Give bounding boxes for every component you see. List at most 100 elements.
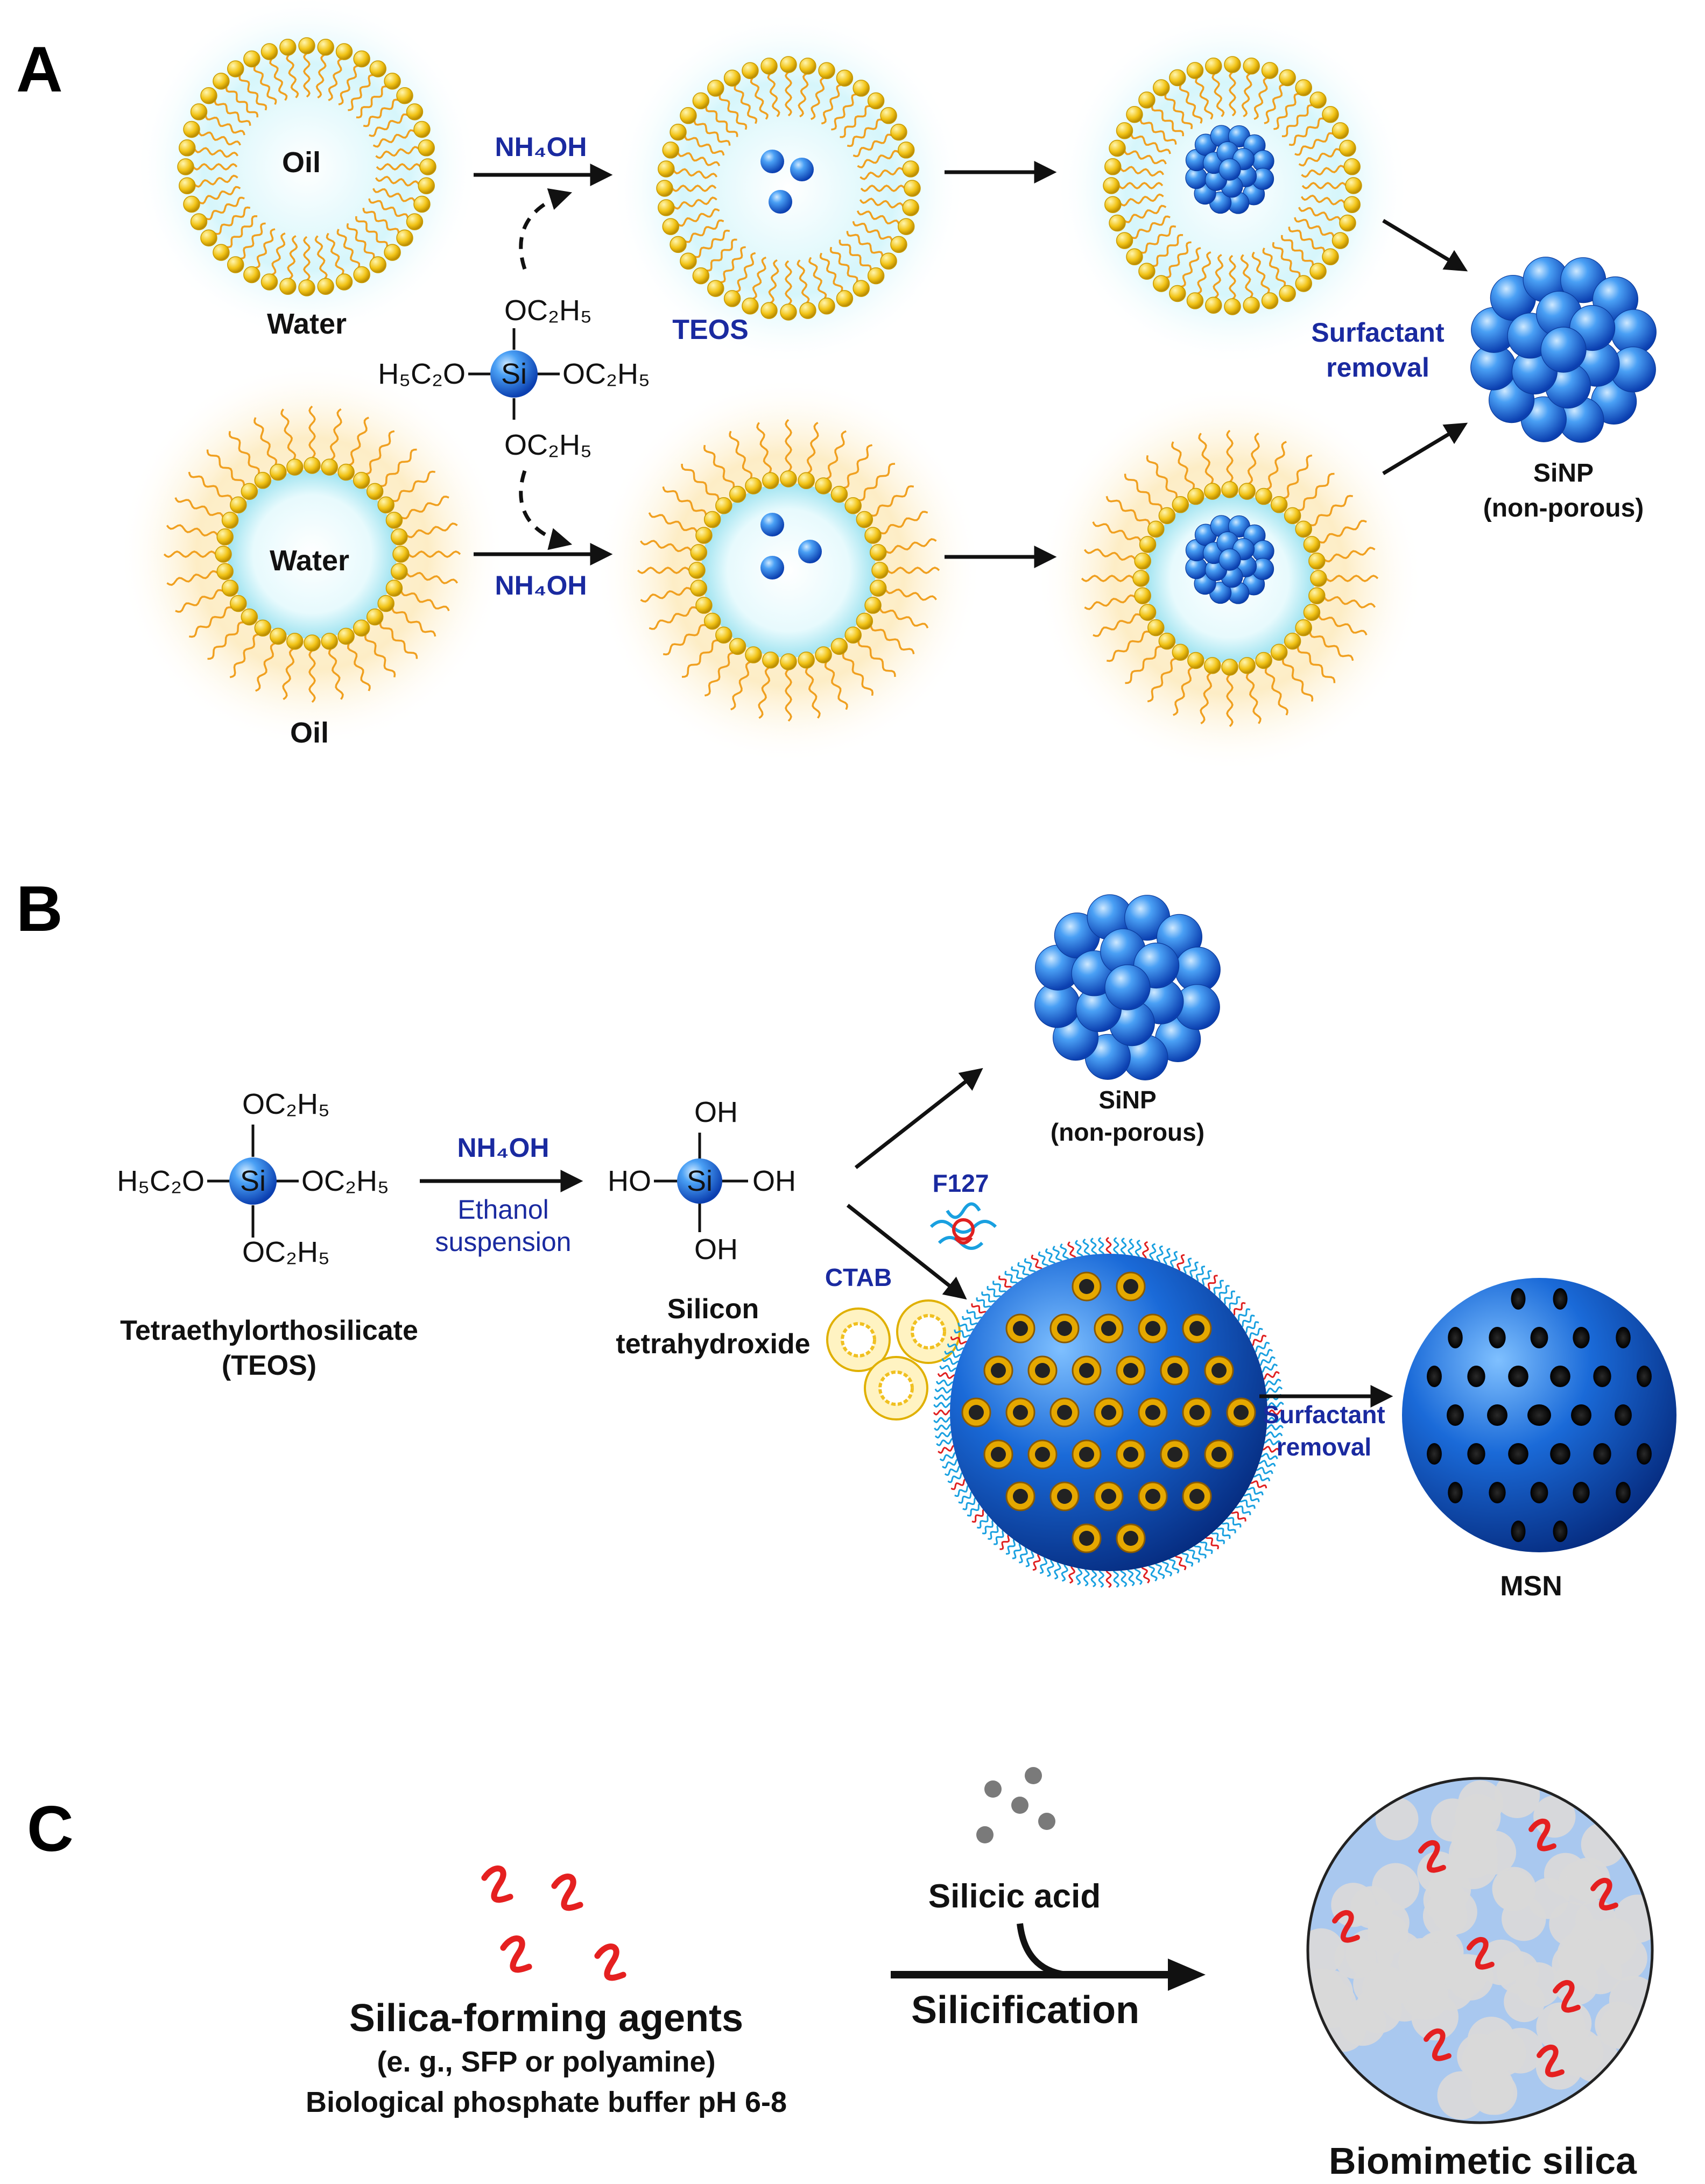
surfactant-tail	[355, 216, 389, 248]
surfactant-tail	[826, 430, 847, 480]
f127-strand	[1019, 1545, 1029, 1564]
surfactant-tail	[226, 215, 258, 249]
f127-strand	[1188, 1261, 1199, 1280]
surfactant-head	[396, 87, 413, 104]
surfactant-head	[1224, 56, 1241, 73]
surfactant-tail	[1164, 93, 1193, 130]
surfactant-tail	[1297, 646, 1336, 683]
surfactant-removal-a-1: Surfactant	[1311, 317, 1445, 348]
surfactant-tail	[720, 246, 746, 284]
surfactant-tail	[859, 197, 904, 209]
surfactant-tail	[1288, 227, 1326, 253]
surfactant-tail	[852, 221, 893, 242]
f127-strand	[1264, 1401, 1284, 1409]
surfactant-tail	[752, 256, 767, 300]
surfactant-tail	[870, 485, 914, 517]
growing-silica-cluster-top	[1185, 125, 1274, 214]
sinp-label-a-1: SiNP	[1533, 459, 1594, 487]
msn-label: MSN	[1500, 1571, 1562, 1602]
surfactant-tail	[205, 196, 245, 221]
surfactant-head	[1187, 487, 1204, 505]
f127-strand	[1017, 1262, 1031, 1279]
surfactant-head	[335, 43, 353, 60]
surfactant-head	[1139, 536, 1157, 553]
arrow-b-to-template	[846, 1204, 967, 1300]
surfactant-head	[762, 651, 779, 669]
surfactant-head	[279, 39, 297, 56]
surfactant-head	[1295, 520, 1312, 538]
surfactant-head	[902, 160, 919, 178]
surfactant-tail	[253, 417, 277, 466]
outer-label-oil: Oil	[290, 717, 329, 749]
biomimetic-fill	[1308, 1778, 1652, 2120]
ctab-pore-center	[991, 1363, 1006, 1378]
f127-strand	[977, 1514, 991, 1529]
surfactant-head	[815, 646, 832, 663]
surfactant-tail	[369, 113, 408, 137]
arrow-b-to-sinp	[854, 1068, 983, 1169]
surfactant-tail	[684, 135, 725, 156]
msn-pore	[1553, 1521, 1568, 1542]
f127-strand	[1215, 1525, 1231, 1539]
surfactant-tail	[1294, 132, 1334, 156]
surfactant-head	[760, 302, 778, 319]
f127-strand	[1238, 1314, 1255, 1328]
teos-a-right: OC₂H₅	[562, 358, 650, 390]
surfactant-head	[1221, 481, 1238, 498]
msn-particle	[1402, 1278, 1676, 1552]
surfactant-head	[254, 472, 272, 489]
hydroxide-center: Si	[687, 1165, 713, 1197]
surfactant-head	[658, 199, 675, 216]
ctab-pore-center	[1013, 1321, 1028, 1336]
f127-strand	[962, 1497, 979, 1510]
surfactant-head	[419, 158, 436, 175]
surfactant-tail	[1105, 496, 1151, 526]
surfactant-tail	[1241, 73, 1252, 118]
f127-strand	[938, 1444, 957, 1454]
dashed-feed-arrow-top	[519, 188, 573, 270]
reagent-label-top: NH₄OH	[495, 132, 587, 162]
surfactant-tail	[1130, 133, 1171, 154]
surfactant-tail	[192, 163, 238, 171]
surfactant-tail	[1165, 241, 1192, 279]
surfactant-tail	[768, 259, 779, 304]
surfactant-head	[286, 633, 304, 650]
surfactant-tail	[198, 131, 241, 146]
surfactant-head	[243, 266, 260, 284]
surfactant-tail	[1107, 630, 1150, 662]
surfactant-removal-a-2: removal	[1326, 352, 1429, 383]
surfactant-tail	[886, 567, 940, 574]
teos-b-right: OC₂H₅	[301, 1165, 389, 1197]
f127-strand	[935, 1379, 956, 1387]
f127-strand	[1149, 1243, 1157, 1263]
surfactant-tail	[681, 463, 720, 500]
f127-strand	[950, 1336, 969, 1345]
surfactant-head	[658, 160, 675, 178]
embedded-agent-icon	[1590, 1877, 1618, 1911]
surfactant-tail	[819, 252, 843, 293]
surfactant-head	[1279, 69, 1296, 87]
surfactant-tail	[1281, 235, 1314, 266]
surfactant-tail	[673, 196, 717, 210]
surfactant-tail	[730, 661, 751, 711]
surfactant-tail	[174, 497, 224, 518]
surfactant-tail	[364, 634, 396, 677]
surfactant-head	[337, 463, 355, 481]
surfactant-tail	[269, 58, 288, 101]
f127-strand	[1168, 1555, 1180, 1574]
f127-strand	[1005, 1538, 1017, 1555]
surfactant-tail	[1171, 441, 1195, 490]
teos-b-center: Si	[240, 1165, 266, 1197]
surfactant-tail	[1213, 253, 1224, 299]
surfactant-head	[1309, 263, 1327, 280]
f127-strand	[1238, 1498, 1256, 1509]
f127-strand	[1193, 1542, 1207, 1559]
silica-particle	[1377, 1931, 1424, 1978]
silica-sphere	[1218, 548, 1241, 571]
f127-strand	[1127, 1238, 1135, 1259]
surfactant-head	[183, 195, 200, 213]
surfactant-head	[871, 562, 889, 579]
surfactant-head	[1104, 158, 1122, 175]
f127-strand	[998, 1275, 1013, 1291]
surfactant-head	[1270, 644, 1288, 661]
